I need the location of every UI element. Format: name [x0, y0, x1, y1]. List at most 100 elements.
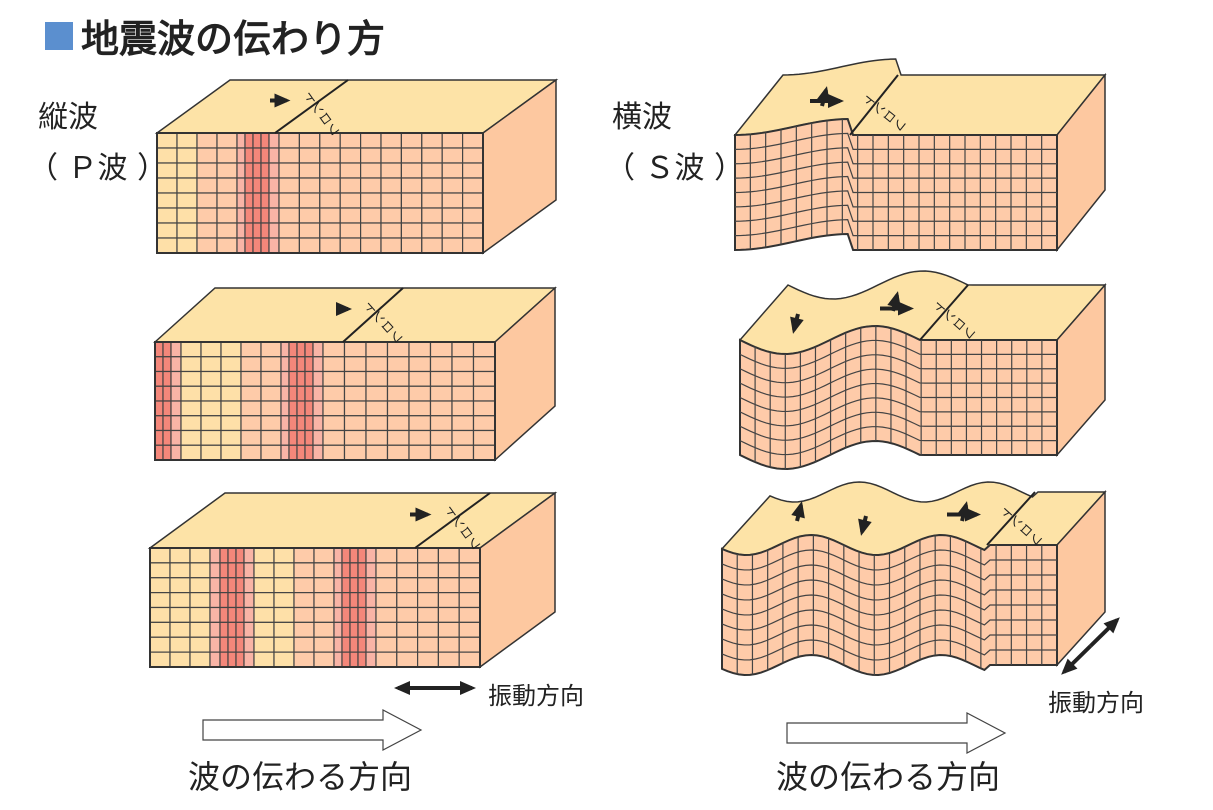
grid-cell — [441, 132, 464, 149]
grid-cell — [288, 400, 298, 417]
grid-cell — [219, 562, 229, 579]
grid-cell — [472, 429, 496, 446]
grid-cell — [169, 621, 191, 638]
grid-cell — [349, 621, 359, 638]
grid-cell — [244, 132, 254, 149]
grid-cell — [227, 636, 237, 653]
grid-cell — [375, 606, 398, 623]
grid-row-line — [739, 426, 1057, 456]
grid-cell — [253, 621, 275, 638]
grid-cell — [458, 577, 481, 594]
grid-cell — [240, 370, 262, 387]
grid-cell — [386, 415, 410, 432]
grid-cell — [162, 429, 172, 446]
grid-cell — [417, 651, 440, 668]
grid-cell — [421, 207, 443, 224]
grid-cell — [162, 444, 172, 461]
grid-cell — [339, 222, 362, 239]
grid-cell — [268, 192, 280, 209]
grid-cell — [288, 385, 298, 402]
grid-cell — [339, 147, 362, 164]
grid-cell — [268, 237, 280, 254]
vibration-arrow-down-head — [790, 316, 804, 334]
grid-cell — [458, 592, 481, 609]
grid-cell — [357, 636, 367, 653]
grid-cell — [462, 132, 484, 149]
grid-cell — [235, 562, 245, 579]
grid-cell — [333, 562, 343, 579]
grid-cell — [169, 592, 191, 609]
grid-cell — [349, 651, 359, 668]
wave-front-line — [849, 74, 899, 136]
grid-cell — [333, 547, 343, 564]
grid-cell — [313, 651, 335, 668]
grid-cell — [176, 162, 198, 179]
grid-cell — [298, 192, 321, 209]
grid-cell — [243, 547, 255, 564]
grid-cell — [253, 606, 275, 623]
wave-front-line — [342, 287, 404, 343]
grid-cell — [441, 222, 464, 239]
grid-cell — [341, 562, 351, 579]
grid-cell — [252, 162, 262, 179]
wave-front-line — [274, 79, 349, 134]
grid-cell — [209, 621, 221, 638]
grid-cell — [268, 177, 280, 194]
grid-cell — [380, 132, 402, 149]
grid-cell — [252, 237, 262, 254]
grid-cell — [429, 444, 453, 461]
grid-cell — [196, 222, 218, 239]
grid-cell — [472, 415, 496, 432]
grid-cell — [149, 636, 171, 653]
grid-cell — [319, 177, 341, 194]
grid-cell — [365, 415, 389, 432]
grid-cell — [273, 562, 295, 579]
grid-cell — [162, 385, 172, 402]
grid-cell — [451, 415, 475, 432]
grid-cell — [451, 385, 475, 402]
grid-cell — [235, 577, 245, 594]
grid-cell — [243, 621, 255, 638]
grid-cell — [236, 132, 246, 149]
grid-cell — [216, 192, 238, 209]
grid-cell — [380, 177, 402, 194]
grid-cell — [386, 385, 410, 402]
grid-cell — [244, 192, 254, 209]
grid-cell — [339, 207, 362, 224]
grid-cell — [253, 562, 275, 579]
s-wave-label: 横波 — [612, 100, 672, 135]
grid-cell — [380, 162, 402, 179]
grid-cell — [322, 356, 346, 373]
grid-cell — [333, 592, 343, 609]
grid-cell — [365, 577, 377, 594]
grid-cell — [441, 237, 464, 254]
grid-cell — [296, 429, 306, 446]
grid-cell — [273, 621, 295, 638]
grid-cell — [227, 606, 237, 623]
grid-cell — [322, 370, 346, 387]
grid-cell — [252, 132, 262, 149]
grid-cell — [421, 147, 443, 164]
grid-cell — [219, 606, 229, 623]
grid-cell — [260, 341, 282, 358]
grid-cell — [236, 162, 246, 179]
grid-cell — [458, 621, 481, 638]
grid-row-line — [734, 219, 1057, 237]
grid-cell — [200, 356, 222, 373]
grid-cell — [429, 356, 453, 373]
grid-cell — [170, 370, 182, 387]
grid-cell — [341, 547, 351, 564]
grid-cell — [293, 577, 315, 594]
grid-cell — [293, 592, 315, 609]
grid-cell — [360, 147, 382, 164]
grid-cell — [333, 577, 343, 594]
block-front — [734, 117, 1058, 252]
grid-cell — [343, 444, 367, 461]
grid-cell — [280, 341, 290, 358]
grid-cell — [196, 237, 218, 254]
grid-cell — [462, 177, 484, 194]
grid-cell — [408, 415, 432, 432]
grid-cell — [293, 547, 315, 564]
grid-cell — [244, 222, 254, 239]
grid-cell — [365, 400, 389, 417]
